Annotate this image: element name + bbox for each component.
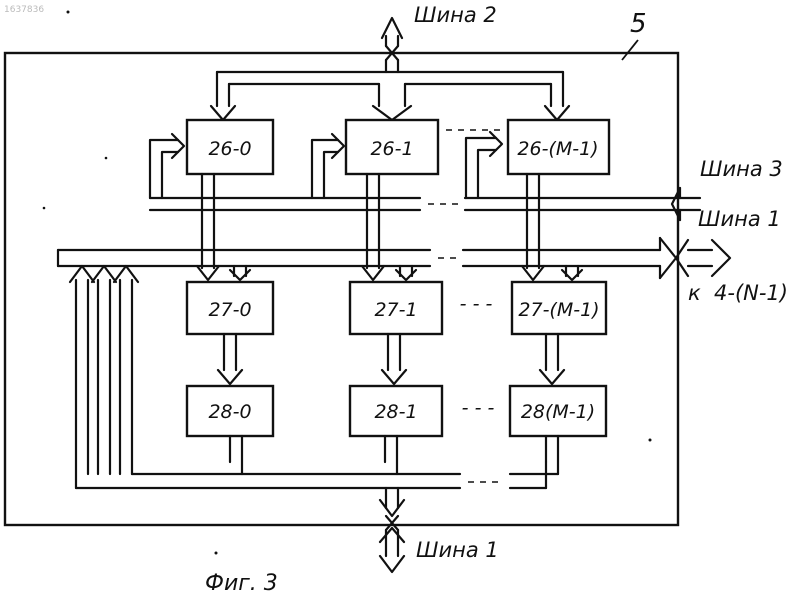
block-27-m1-label: 27-(M-1) <box>518 299 599 321</box>
block-26-0-label: 26-0 <box>208 138 251 160</box>
block-26-1-label: 26-1 <box>370 138 413 160</box>
bus-label-right-upper: Шина 3 <box>700 157 783 181</box>
speck <box>105 157 108 160</box>
watermark-text: 1637836 <box>4 5 44 15</box>
speck <box>67 11 70 14</box>
module-number-leader <box>622 40 638 60</box>
block-26-m1-label: 26-(M-1) <box>517 138 598 160</box>
row27-ellipsis: - - - <box>460 293 493 315</box>
module-number: 5 <box>630 9 647 39</box>
figure-caption: Фиг. 3 <box>205 571 278 596</box>
bus-label-top: Шина 2 <box>414 3 497 27</box>
speck <box>649 439 652 442</box>
top-bus <box>211 18 569 120</box>
speck <box>43 207 46 210</box>
bus-note-prefix: к <box>688 281 701 305</box>
block-27-1-label: 27-1 <box>374 299 417 321</box>
bus-note: 4-(N-1) <box>714 281 788 305</box>
links-26-27 <box>197 174 582 280</box>
row28-ellipsis: - - - <box>462 397 495 419</box>
block-28-1-label: 28-1 <box>374 401 417 423</box>
block-27-0-label: 27-0 <box>208 299 251 321</box>
links-27-28 <box>218 334 564 384</box>
block-28-m1-label: 28(M-1) <box>521 401 595 423</box>
block-28-0-label: 28-0 <box>208 401 251 423</box>
speck <box>215 552 218 555</box>
internal-bus <box>58 238 730 278</box>
bus-label-bottom: Шина 1 <box>416 538 499 562</box>
bus-label-right-lower: Шина 1 <box>698 207 781 231</box>
